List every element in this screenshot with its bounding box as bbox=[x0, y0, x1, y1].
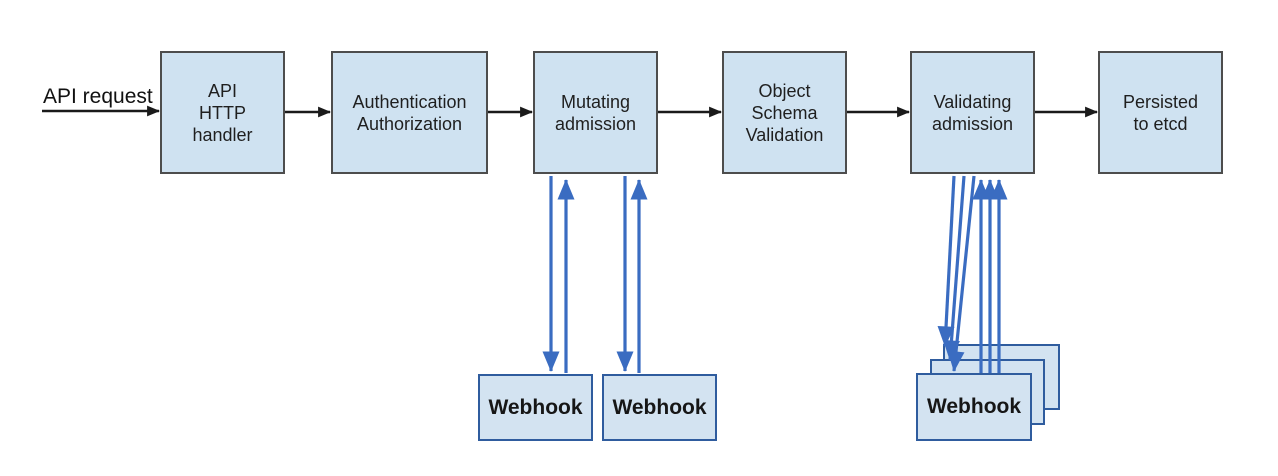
validating-down-arrow-2 bbox=[943, 175, 966, 361]
box-persisted-to-etcd-label: Persisted to etcd bbox=[1122, 91, 1199, 134]
mutating-webhook-1-label: Webhook bbox=[488, 395, 583, 419]
box-object-schema-validation: Object Schema Validation bbox=[722, 51, 847, 174]
box-authentication-authorization-label: Authentication Authorization bbox=[352, 91, 467, 134]
validating-down-arrow-1 bbox=[937, 175, 956, 347]
box-api-http-handler: API HTTP handler bbox=[160, 51, 285, 174]
mutating-webhook-2-label: Webhook bbox=[612, 395, 707, 419]
api-request-label: API request bbox=[43, 85, 153, 108]
box-mutating-admission: Mutating admission bbox=[533, 51, 658, 174]
box-authentication-authorization: Authentication Authorization bbox=[331, 51, 488, 174]
mutating-webhook-box-1: Webhook bbox=[478, 374, 593, 441]
validating-down-arrow-3 bbox=[947, 175, 976, 372]
mutating-webhook-box-2: Webhook bbox=[602, 374, 717, 441]
box-object-schema-validation-label: Object Schema Validation bbox=[745, 80, 824, 145]
box-validating-admission-label: Validating admission bbox=[931, 91, 1014, 134]
validating-webhook-box-front: Webhook bbox=[916, 373, 1032, 441]
box-mutating-admission-label: Mutating admission bbox=[554, 91, 637, 134]
validating-webhook-front-label: Webhook bbox=[926, 395, 1022, 418]
box-validating-admission: Validating admission bbox=[910, 51, 1035, 174]
box-api-http-handler-label: API HTTP handler bbox=[192, 80, 253, 145]
box-persisted-to-etcd: Persisted to etcd bbox=[1098, 51, 1223, 174]
